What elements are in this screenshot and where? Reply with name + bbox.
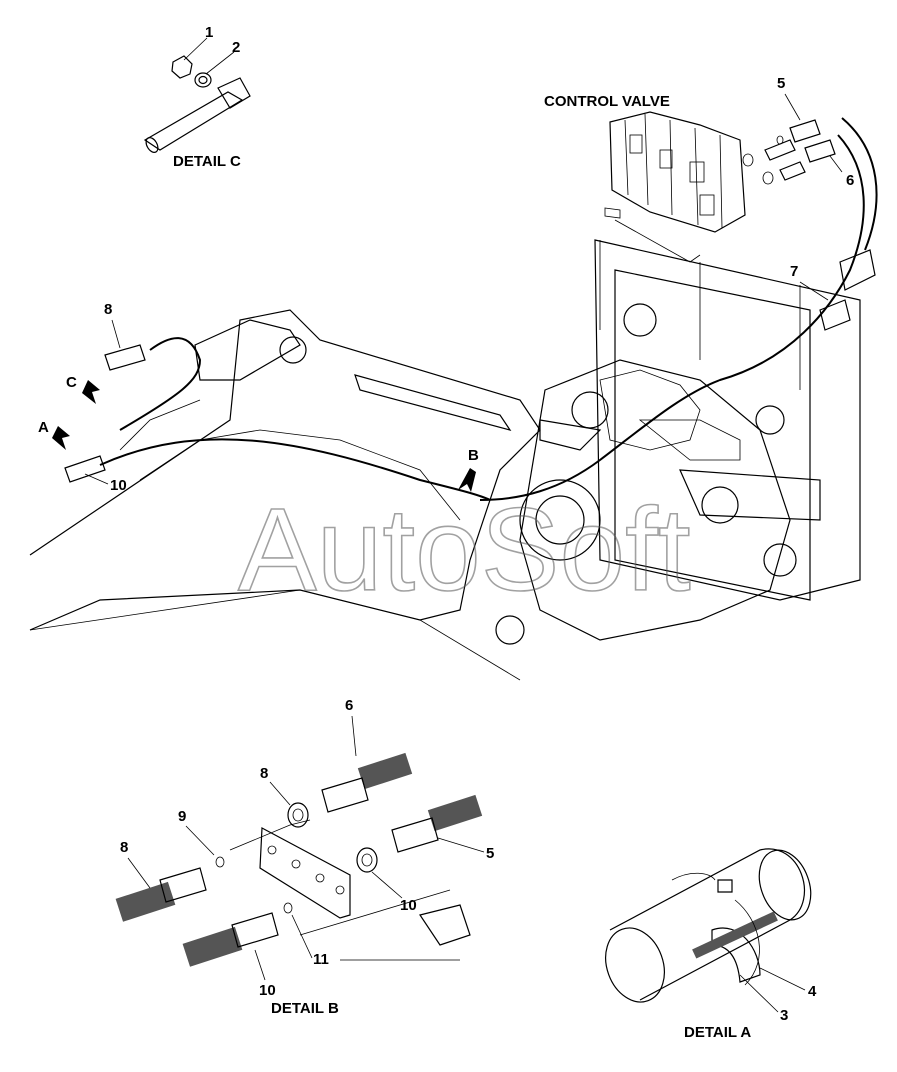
detail-b: 6 8 5 10 9 8 11 10 DETAIL B [115,697,494,1017]
callout-5-detail-b: 5 [486,845,494,862]
control-valve-caption: CONTROL VALVE [544,93,670,110]
detail-c: 1 2 DETAIL C [143,24,251,170]
detail-c-caption: DETAIL C [173,153,241,170]
callout-6-detail-b: 6 [345,697,353,714]
callout-10-detail-b: 10 [259,982,276,999]
callout-2: 2 [232,39,240,56]
callout-11-detail-b: 11 [313,951,329,968]
callout-8-main: 8 [104,301,112,318]
watermark: AutoSoft [238,484,691,616]
callout-3-detail-a: 3 [780,1007,788,1024]
control-valve: CONTROL VALVE 5 6 [544,75,854,263]
callout-8-detail-b-top: 8 [260,765,268,782]
detail-a: 4 3 DETAIL A [605,848,817,1041]
callout-4-detail-a: 4 [808,983,817,1000]
arrow-a-icon [52,426,70,450]
arrow-b-icon [458,468,476,492]
detail-c-fitting [143,37,251,153]
detail-b-caption: DETAIL B [271,1000,339,1017]
callout-10-detail-b-right: 10 [400,897,417,914]
view-marker-a: A [38,419,49,436]
callout-5-main: 5 [777,75,785,92]
callout-1: 1 [205,24,213,41]
callout-10-main: 10 [110,477,127,494]
boom-assembly: 7 8 10 C A B [29,117,878,681]
arrow-c-icon [82,380,100,404]
callout-7-main: 7 [790,263,798,280]
callout-6-main: 6 [846,172,854,189]
view-marker-b: B [468,447,479,464]
detail-a-caption: DETAIL A [684,1024,751,1041]
view-marker-c: C [66,374,77,391]
callout-8-detail-b: 8 [120,839,128,856]
callout-9-detail-b: 9 [178,808,186,825]
